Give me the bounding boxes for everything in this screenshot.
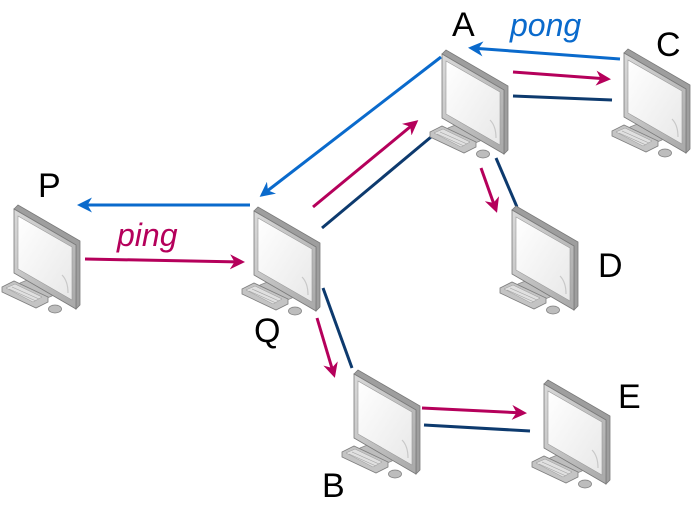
edge-q-b-ping (315, 317, 338, 378)
node-label-d: D (598, 247, 623, 285)
edge-a-q-pong (259, 55, 442, 197)
node-label-a: A (452, 6, 475, 44)
computer-icon (242, 207, 320, 315)
node-label-c: C (656, 26, 681, 64)
computer-icon (430, 50, 508, 158)
edge-q-a-link (321, 135, 432, 230)
computer-icon (612, 49, 690, 157)
edge-c-a-pong (468, 41, 621, 61)
computer-icon (342, 370, 420, 478)
edge-a-c-link (512, 94, 613, 102)
pong-label: pong (509, 7, 581, 43)
node-a (430, 50, 508, 158)
node-label-b: B (322, 467, 345, 505)
edge-a-d-ping (479, 167, 500, 213)
node-d (500, 206, 578, 314)
node-label-q: Q (254, 312, 280, 350)
edge-a-c-ping (512, 70, 611, 86)
computer-icon (2, 205, 80, 313)
node-q (242, 207, 320, 315)
edge-b-e-ping (421, 404, 527, 420)
edge-p-q-ping (84, 254, 245, 270)
node-b (342, 370, 420, 478)
node-e (532, 380, 610, 488)
ping-label: ping (116, 217, 178, 253)
node-c (612, 49, 690, 157)
edge-b-e-link (423, 423, 531, 433)
computer-icon (500, 206, 578, 314)
node-label-p: P (38, 167, 61, 205)
node-label-e: E (618, 378, 641, 416)
edge-q-a-ping (312, 120, 419, 209)
node-p (2, 205, 80, 313)
edge-q-b-link (321, 287, 354, 369)
edge-a-d-link (494, 157, 519, 208)
computer-icon (532, 380, 610, 488)
